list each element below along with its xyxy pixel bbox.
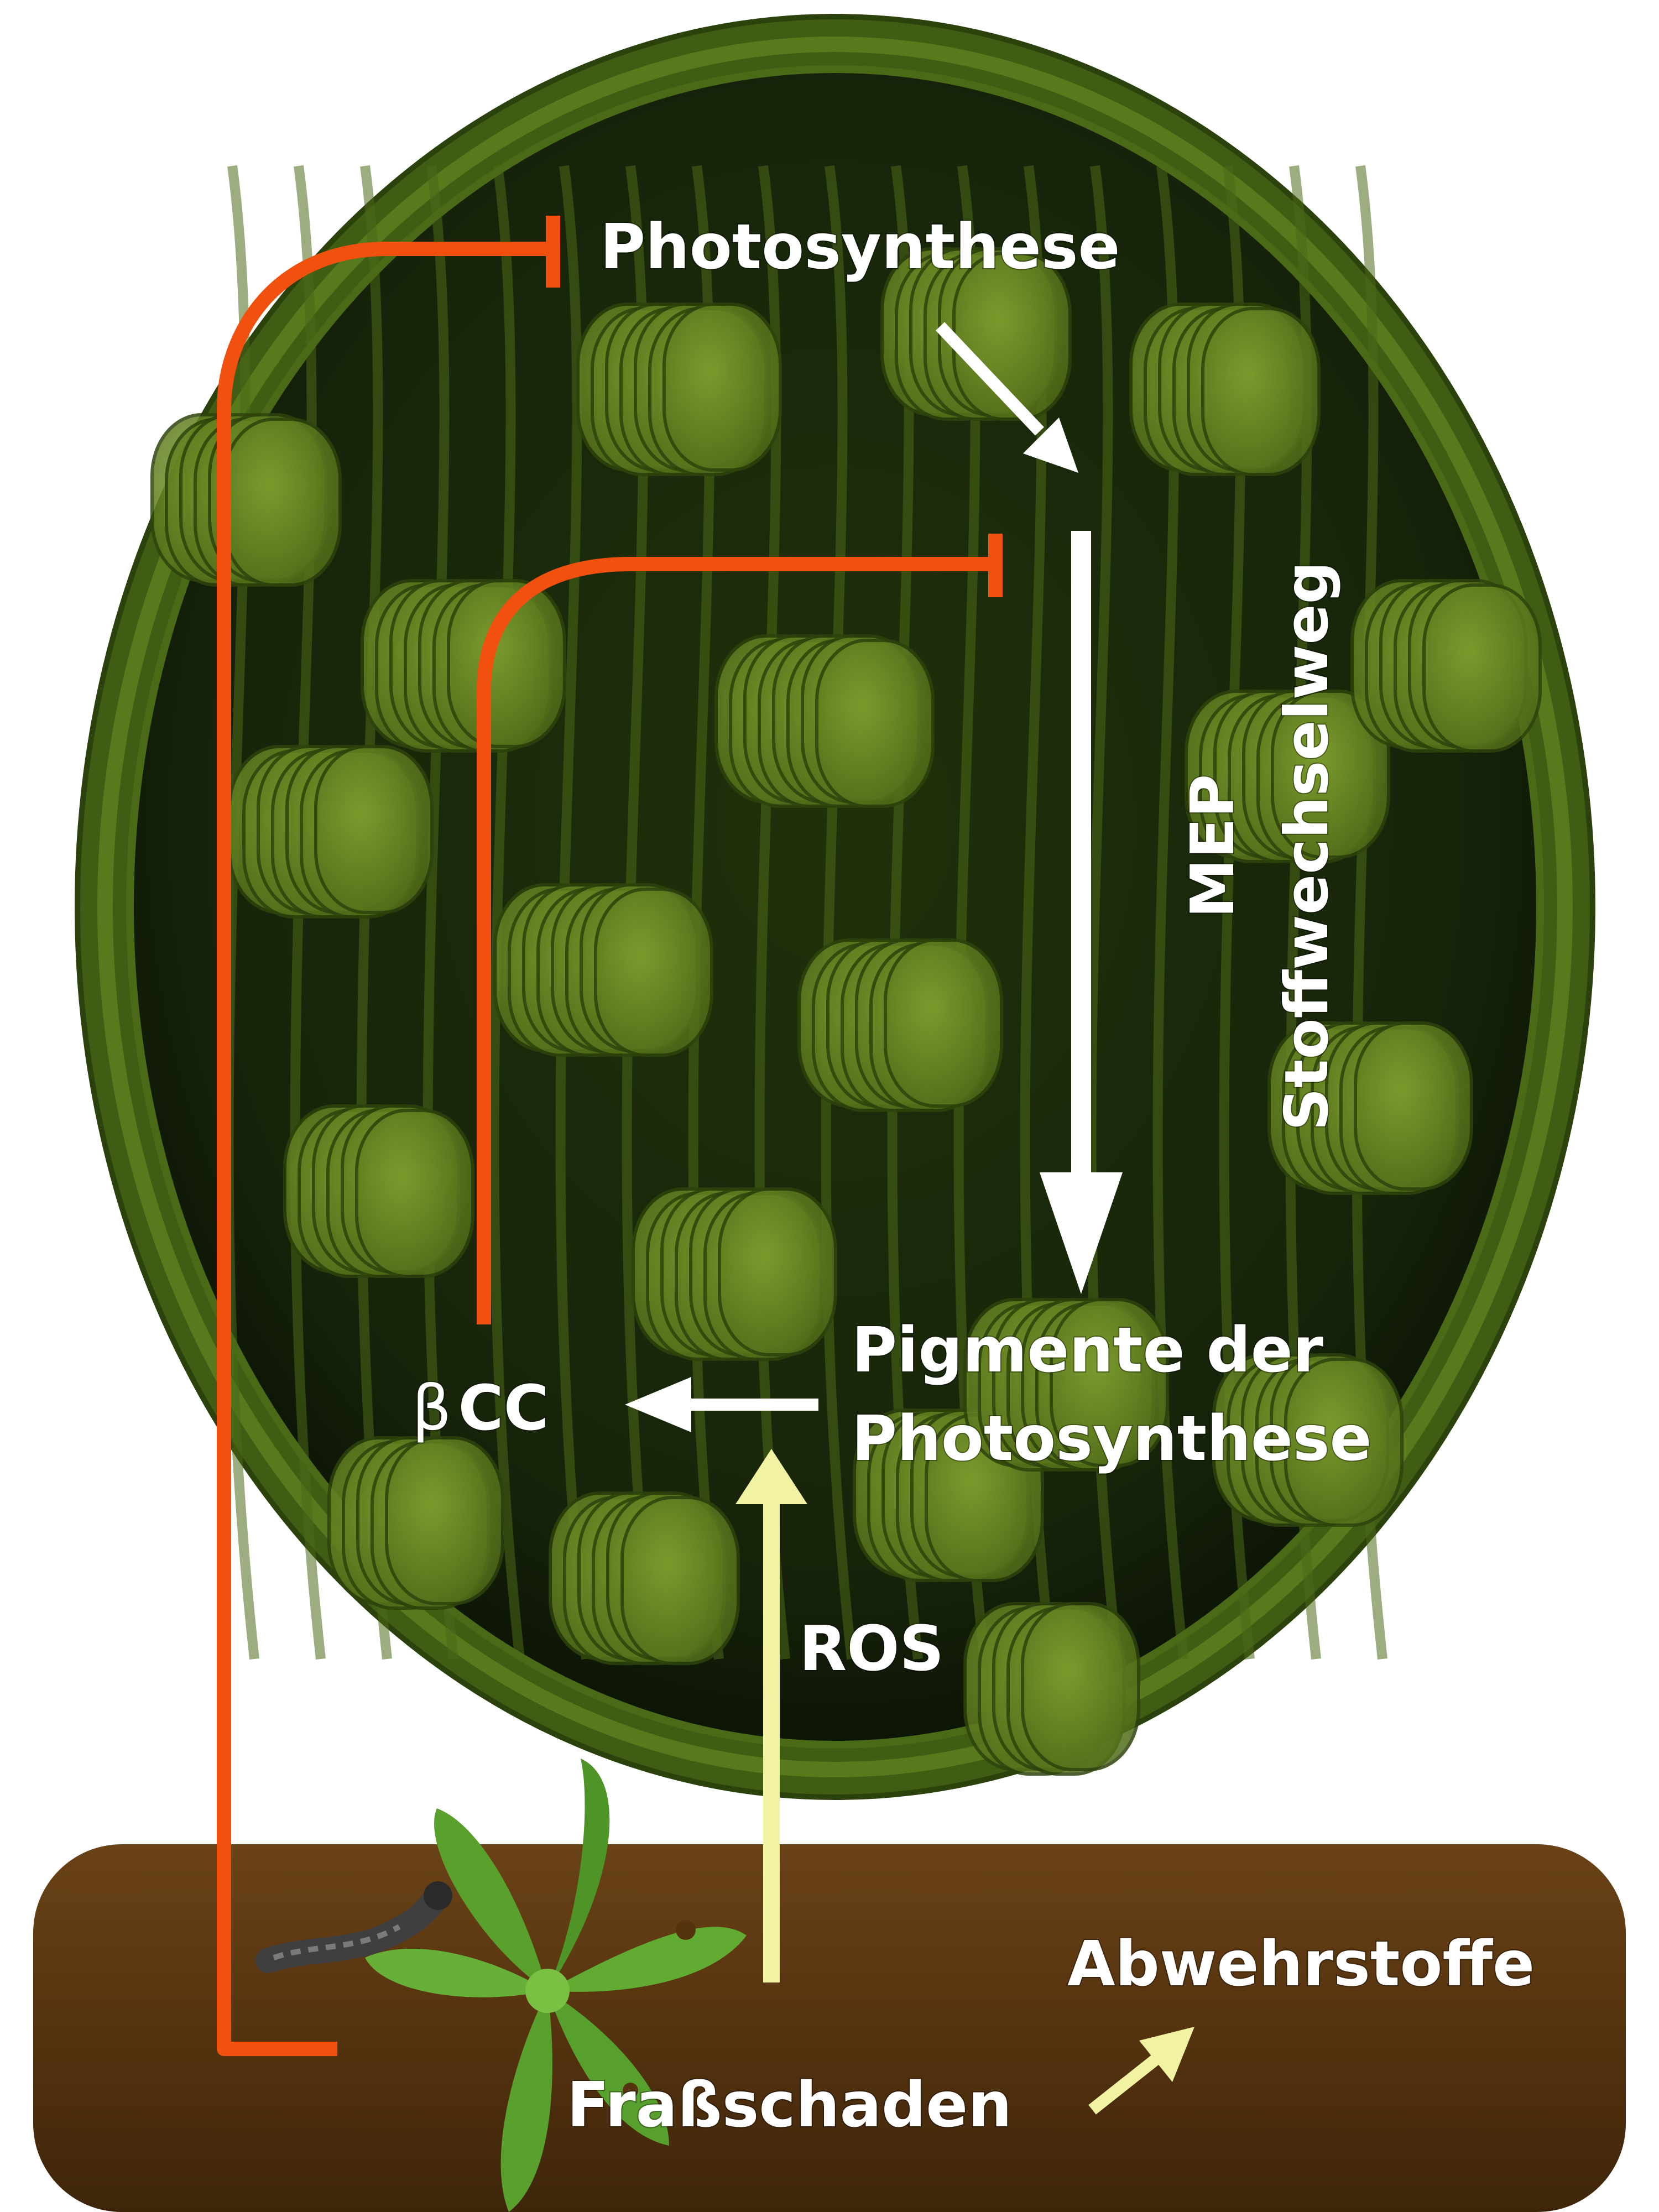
thylakoid-disc <box>1422 583 1542 753</box>
thylakoid-disc <box>1354 1021 1473 1191</box>
caterpillar-stripe <box>273 1924 401 1960</box>
stroma-lamella <box>821 165 857 1660</box>
arabidopsis-plant <box>365 1759 747 2212</box>
arrow-mep-pathway <box>1040 531 1123 1294</box>
thylakoid-disc <box>222 418 342 587</box>
soil-band <box>33 1844 1626 2212</box>
label-pathway: Stoffwechselweg <box>1272 561 1342 1131</box>
thylakoid-disc <box>355 1109 474 1278</box>
label-feeding-damage: Fraßschaden <box>567 2069 1012 2141</box>
thylakoid-disc <box>1271 690 1390 859</box>
label-mep: MEP <box>1178 774 1248 918</box>
label-defense: Abwehrstoffe <box>1067 1928 1535 2000</box>
thylakoid-disc <box>815 639 935 808</box>
label-ros: ROS <box>799 1613 944 1685</box>
thylakoid-disc <box>662 302 782 472</box>
label-mep-group: MEP <box>1177 773 1249 919</box>
thylakoid-disc <box>1201 307 1321 476</box>
plant-leaf <box>365 1948 547 1997</box>
stroma-lamella <box>555 165 591 1660</box>
caterpillar-head <box>424 1881 452 1910</box>
thylakoid-disc <box>594 888 713 1057</box>
plant-leaf <box>500 1991 552 2212</box>
plant-leaf <box>547 1927 747 1992</box>
inhibition-line-inner <box>477 557 995 1324</box>
thylakoid-disc <box>884 938 1003 1108</box>
plant-leaf <box>547 1991 669 2146</box>
thylakoid-disc <box>314 745 434 914</box>
arrow-pigments-to-bcc <box>625 1377 818 1432</box>
arrow-photosynthesis-to-mep <box>936 322 1078 473</box>
stroma-lamella <box>489 165 525 1660</box>
thylakoid-disc <box>620 1496 740 1665</box>
label-pigments-line2: Photosynthese <box>852 1403 1372 1475</box>
stroma-lamella <box>422 165 458 1660</box>
label-photosynthesis: Photosynthese <box>600 211 1120 283</box>
thylakoid-disc <box>718 1187 837 1357</box>
plant-center <box>525 1969 570 2013</box>
label-pigments-line1: Pigmente der <box>852 1314 1323 1386</box>
thylakoid-disc <box>1050 1298 1169 1467</box>
chloroplast-inner-membrane <box>126 65 1544 1749</box>
arrow-defense <box>1088 2027 1194 2115</box>
label-pathway-group: Stoffwechselweg <box>1271 560 1343 1132</box>
chloroplast-membrane-ring <box>97 36 1573 1777</box>
thylakoid-disc <box>1284 1358 1404 1527</box>
chloroplast <box>75 14 1595 1800</box>
plant-leaf <box>434 1808 547 1991</box>
arrow-ros <box>735 1449 807 1983</box>
thylakoid-disc <box>1021 1602 1140 1771</box>
caterpillar-icon <box>255 1881 452 1973</box>
thylakoid-disc <box>385 1436 504 1605</box>
feeding-hole <box>623 2083 638 2098</box>
plant-leaf <box>547 1759 610 1991</box>
label-bcc-beta: β <box>412 1373 451 1444</box>
label-bcc-cc: CC <box>458 1373 549 1444</box>
inhibition-line-outer <box>217 242 553 2056</box>
thylakoid-grana <box>150 165 1542 1776</box>
feeding-hole <box>676 1920 696 1940</box>
